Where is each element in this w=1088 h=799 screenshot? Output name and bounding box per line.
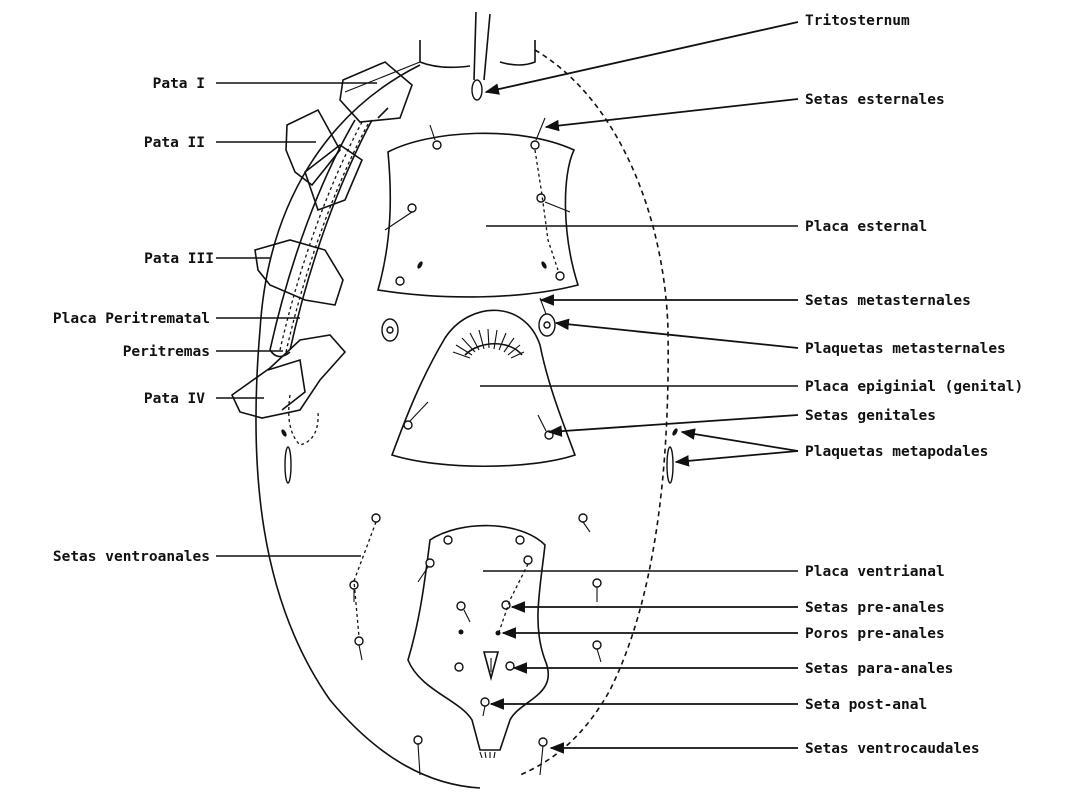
label-pata-ii: Pata II — [144, 135, 205, 151]
label-seta-post-anal: Seta post-anal — [805, 697, 927, 713]
tritosternum-structure — [472, 12, 490, 100]
label-setas-metasternales: Setas metasternales — [805, 293, 971, 309]
body-outline — [256, 65, 480, 788]
peritrematal-plate-structure — [270, 108, 388, 357]
left-labels: Pata I Pata II Pata III Placa Peritremat… — [53, 76, 214, 565]
label-setas-para-anales: Setas para-anales — [805, 661, 953, 677]
label-placa-epiginial: Placa epiginial (genital) — [805, 379, 1023, 395]
label-plaquetas-metasternales: Plaquetas metasternales — [805, 341, 1006, 357]
metapodal-plaques — [280, 428, 678, 483]
label-placa-ventrianal: Placa ventrianal — [805, 564, 945, 580]
metasternal-structures — [382, 298, 555, 341]
label-setas-ventrocaudales: Setas ventrocaudales — [805, 741, 980, 757]
legs — [232, 62, 412, 445]
label-poros-pre-anales: Poros pre-anales — [805, 626, 945, 642]
label-setas-genitales: Setas genitales — [805, 408, 936, 424]
right-leaders — [480, 22, 798, 748]
opisthosomal-setae — [414, 514, 601, 775]
capitulum-outline — [420, 40, 535, 67]
label-pata-i: Pata I — [153, 76, 205, 92]
label-pata-iii: Pata III — [144, 251, 214, 267]
label-placa-peritrematal: Placa Peritrematal — [53, 311, 210, 327]
label-plaquetas-metapodales: Plaquetas metapodales — [805, 444, 988, 460]
label-setas-pre-anales: Setas pre-anales — [805, 600, 945, 616]
ventroanal-setae — [350, 514, 380, 660]
label-setas-ventroanales: Setas ventroanales — [53, 549, 210, 565]
ventrianal-plate — [408, 526, 548, 758]
sternal-plate — [378, 118, 578, 297]
label-setas-esternales: Setas esternales — [805, 92, 945, 108]
label-placa-esternal: Placa esternal — [805, 219, 927, 235]
body-outline-dashed — [520, 50, 668, 775]
leg-ii — [286, 110, 340, 185]
leader-plaquetas-metapodales-b — [676, 451, 798, 462]
leader-plaquetas-metapodales-a — [682, 432, 798, 451]
label-tritosternum: Tritosternum — [805, 13, 910, 29]
label-pata-iv: Pata IV — [144, 391, 205, 407]
label-peritremas: Peritremas — [123, 344, 210, 360]
right-labels: Tritosternum Setas esternales Placa este… — [805, 13, 1023, 757]
leader-setas-genitales — [549, 415, 798, 432]
leader-setas-esternales — [546, 99, 798, 127]
leader-plaquetas-metasternales — [556, 323, 798, 348]
leader-tritosternum — [486, 22, 798, 92]
